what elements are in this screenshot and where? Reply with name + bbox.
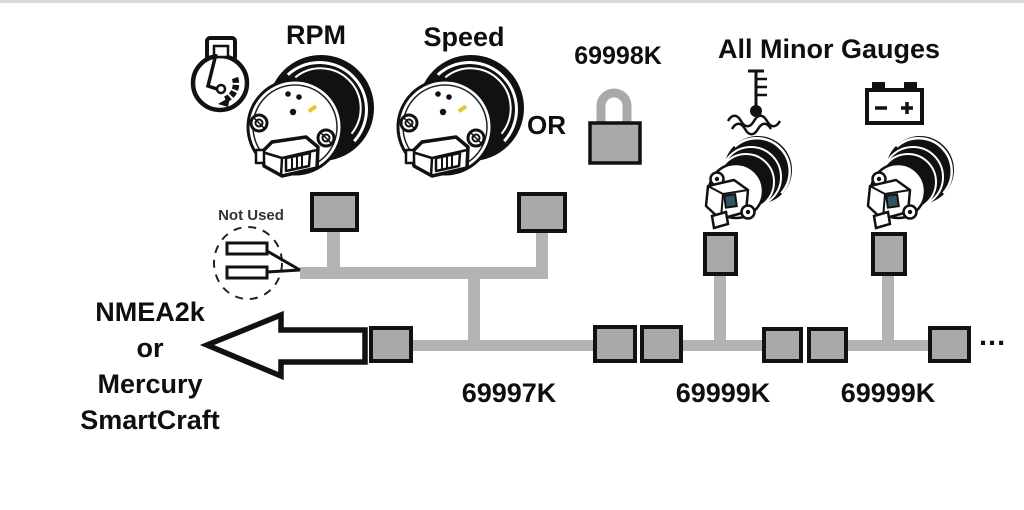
cable-temp-drop (714, 276, 726, 342)
speed-gauge (396, 53, 526, 178)
minor-gauges-title: All Minor Gauges (717, 34, 941, 64)
padlock-icon (588, 88, 642, 165)
connector-block-battery (871, 232, 907, 276)
network-output-arrow (199, 310, 368, 381)
cable-bus-segment3 (830, 340, 942, 351)
battery-icon (865, 82, 924, 125)
source-line-2: or (136, 333, 164, 363)
speed-label: Speed (423, 22, 505, 52)
bus-part-69999K-2: 69999K (840, 378, 936, 408)
not-used-connectors (213, 226, 301, 300)
rpm-label: RPM (286, 20, 346, 50)
cable-battery-drop (882, 276, 894, 342)
source-line-1: NMEA2k (95, 297, 205, 327)
minor-gauge-temp (704, 134, 794, 230)
bus-part-69997K: 69997K (461, 378, 557, 408)
or-label: OR (527, 110, 566, 140)
connector-block-rpm (310, 192, 359, 232)
connector-block-bus-pair1a (593, 325, 637, 363)
connector-block-bus-end (928, 326, 971, 363)
water-temp-icon (726, 69, 782, 136)
lock-part-number: 69998K (574, 42, 662, 70)
cable-bus-segment2 (660, 340, 780, 351)
connector-block-bus-start (369, 326, 413, 363)
cable-upper-run (300, 267, 548, 279)
connector-block-temp (703, 232, 738, 276)
not-used-label: Not Used (218, 207, 284, 224)
bus-part-69999K-1: 69999K (675, 378, 771, 408)
connector-block-bus-pair2b (807, 327, 848, 363)
connector-block-bus-pair2a (762, 327, 803, 363)
cable-center-drop (468, 279, 480, 342)
source-line-4: SmartCraft (80, 405, 220, 435)
cable-bus-segment1 (408, 340, 610, 351)
source-line-3: Mercury (97, 369, 203, 399)
network-source-label: NMEA2k or Mercury SmartCraft (52, 294, 248, 438)
minor-gauge-battery (866, 134, 956, 230)
rpm-gauge (246, 53, 376, 178)
cable-speed-drop (536, 231, 548, 268)
bus-continuation-dots: ... (979, 320, 1007, 352)
connector-block-speed (517, 192, 567, 233)
connector-block-bus-pair1b (640, 325, 683, 363)
hourmeter-icon (190, 36, 250, 113)
top-border (0, 0, 1024, 3)
cable-rpm-drop (327, 230, 340, 268)
